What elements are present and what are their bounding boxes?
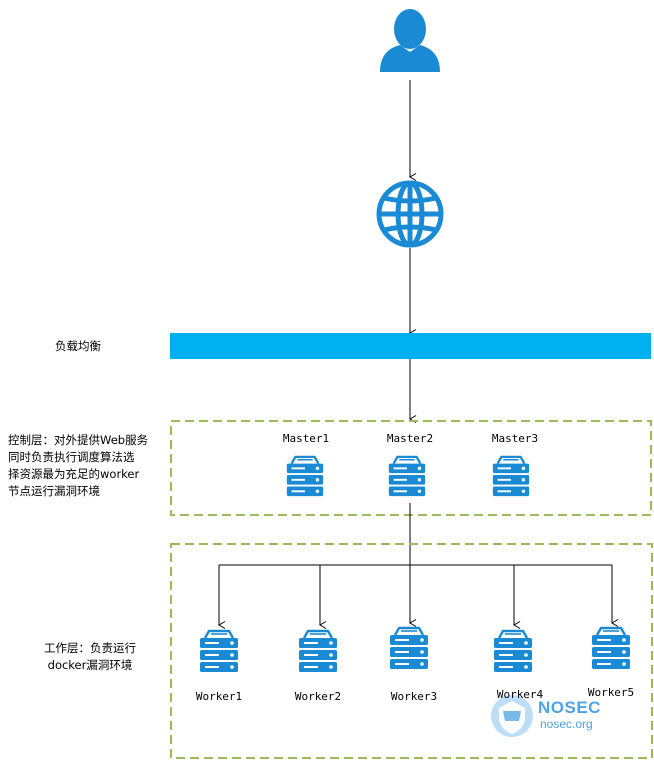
master1-label: Master1 bbox=[282, 432, 330, 445]
watermark-brand: NOSEC bbox=[538, 698, 601, 717]
control-layer-label-line: 择资源最为充足的worker bbox=[8, 467, 140, 481]
worker-layer-box bbox=[170, 543, 653, 759]
worker3-label: Worker3 bbox=[390, 690, 438, 703]
worker-layer-label-line: 工作层：负责运行 bbox=[44, 641, 136, 655]
worker-layer-label: 工作层：负责运行 docker漏洞环境 bbox=[34, 640, 146, 674]
load-balancer-label: 负载均衡 bbox=[55, 339, 101, 353]
worker1-label: Worker1 bbox=[195, 690, 243, 703]
worker4-label: Worker4 bbox=[496, 688, 544, 701]
worker5-label: Worker5 bbox=[587, 686, 635, 699]
master2-server-icon bbox=[387, 455, 427, 498]
master3-server-icon bbox=[491, 455, 531, 498]
nosec-logo-icon bbox=[491, 695, 533, 737]
master1-server-icon bbox=[285, 455, 325, 498]
globe-icon bbox=[376, 180, 444, 248]
user-icon bbox=[380, 9, 440, 72]
worker3-server-icon bbox=[388, 626, 430, 671]
worker5-server-icon bbox=[590, 626, 632, 671]
control-layer-box bbox=[170, 420, 652, 516]
control-layer-label-line: 同时负责执行调度算法选 bbox=[8, 450, 135, 464]
control-layer-label-line: 控制层：对外提供Web服务 bbox=[8, 433, 149, 447]
worker2-server-icon bbox=[297, 629, 339, 674]
control-layer-label-line: 节点运行漏洞环境 bbox=[8, 484, 100, 498]
worker1-server-icon bbox=[198, 629, 240, 674]
load-balancer-bar bbox=[170, 333, 651, 359]
watermark-domain: nosec.org bbox=[540, 717, 593, 731]
worker2-label: Worker2 bbox=[294, 690, 342, 703]
worker-layer-label-line: docker漏洞环境 bbox=[47, 658, 133, 672]
master3-label: Master3 bbox=[491, 432, 539, 445]
worker4-server-icon bbox=[492, 629, 534, 674]
control-layer-label: 控制层：对外提供Web服务 同时负责执行调度算法选 择资源最为充足的worker… bbox=[8, 432, 173, 500]
master2-label: Master2 bbox=[386, 432, 434, 445]
